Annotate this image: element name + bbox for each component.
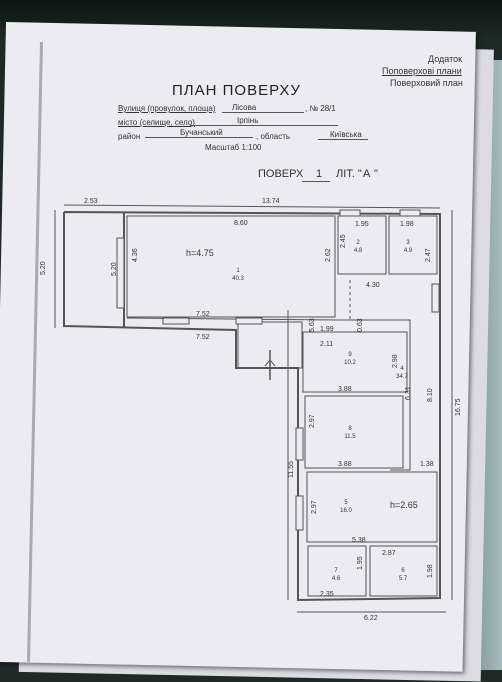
room-2-outline	[337, 215, 387, 275]
room-6-outline	[369, 545, 438, 597]
dim-6-31: 6.31	[405, 386, 412, 400]
dim-6-22: 6.22	[364, 615, 378, 622]
addendum-line3: Поверховий план	[390, 78, 463, 88]
window-top-2	[339, 209, 361, 217]
room-6-area: 5.7	[399, 576, 408, 582]
room-7-outline	[307, 545, 367, 597]
dim-1-99: 1.99	[320, 326, 334, 333]
dim-3-88-b: 3.88	[338, 461, 352, 468]
dim-5-20-b: 5.20	[111, 262, 118, 276]
dim-2-98: 2.98	[392, 354, 399, 368]
addendum-line2: Поповерхові плани	[382, 66, 462, 76]
dim-16-75: 16.75	[455, 398, 462, 416]
dim-5-63: 5.63	[309, 318, 316, 332]
addendum-label: Додаток	[428, 54, 463, 64]
room-5-number: 5	[344, 500, 348, 506]
room-2-number: 2	[356, 240, 360, 246]
dim-2-87: 2.87	[382, 550, 396, 557]
street-label: Вулиця (провулок, площа)	[118, 104, 216, 113]
dim-0-63: 0.63	[357, 318, 364, 332]
room-9-outline	[302, 331, 408, 393]
dim-2-97-a: 2.97	[309, 414, 316, 428]
window-bottom-1	[162, 317, 190, 325]
district-underline	[145, 137, 253, 138]
entrance-arrow-head	[264, 359, 276, 367]
room-5-outline	[306, 471, 438, 543]
dim-1-95-b: 1.95	[357, 556, 364, 570]
room-8-outline	[304, 395, 404, 469]
window-bottom-2	[235, 317, 263, 325]
city-underline	[190, 125, 338, 126]
city-label: місто (селище, село)	[118, 118, 195, 127]
height-main: h=4.75	[186, 248, 214, 258]
dim-8-60: 8.60	[234, 220, 248, 227]
dim-2-47: 2.47	[425, 248, 432, 262]
dim-2-97-b: 2.97	[311, 500, 318, 514]
dim-5-38: 5.38	[352, 537, 366, 544]
street-underline	[222, 112, 304, 113]
room-4-number: 4	[400, 366, 404, 372]
number-value: , № 28/1	[305, 104, 336, 113]
room-3-area: 4.9	[404, 248, 413, 254]
dim-2-62: 2.62	[325, 248, 332, 262]
top-dimension-line	[63, 204, 441, 209]
street-value: Лісова	[232, 103, 257, 112]
window-room-5	[295, 495, 304, 531]
room-1-outline	[126, 215, 336, 318]
dim-1-38: 1.38	[420, 461, 434, 468]
district-value: Бучанський	[180, 128, 223, 137]
letter-label: ЛІТ. "	[336, 168, 362, 180]
dim-1-98-a: 1.98	[400, 221, 414, 228]
region-label: , область	[256, 132, 291, 141]
dim-8-10: 8.10	[427, 388, 434, 402]
dim-5-20-a: 5.20	[40, 261, 47, 275]
dim-7-52-b: 7.52	[196, 334, 210, 341]
window-right	[431, 283, 440, 313]
room-1-area: 40.3	[232, 276, 244, 282]
dim-13-74: 13.74	[262, 198, 280, 205]
city-value: Ірпінь	[237, 116, 259, 125]
region-underline	[318, 139, 368, 140]
dim-3-88-a: 3.88	[338, 386, 352, 393]
room-4-outline	[340, 319, 411, 471]
floor-label: ПОВЕРХ	[258, 168, 304, 180]
letter-value: А	[363, 168, 371, 180]
floor-value: 1	[316, 168, 323, 180]
room-9-number: 9	[348, 352, 352, 358]
room-1-number: 1	[236, 268, 240, 274]
room-2-area: 4.8	[354, 248, 363, 254]
room-6-number: 6	[401, 568, 405, 574]
dim-2-35: 2.35	[320, 591, 334, 598]
room-3-number: 3	[406, 240, 410, 246]
room-8-area: 11.5	[344, 434, 356, 440]
window-top-3	[399, 209, 421, 217]
page-title: ПЛАН ПОВЕРХУ	[172, 82, 301, 99]
window-left	[116, 237, 125, 309]
room-8-number: 8	[348, 426, 352, 432]
dim-4-30: 4.30	[366, 282, 380, 289]
dim-4-36: 4.36	[132, 248, 139, 262]
room-7-number: 7	[334, 568, 338, 574]
floor-underline	[302, 181, 330, 182]
room-5-area: 16.0	[340, 508, 352, 514]
height-annex: h=2.65	[390, 500, 418, 510]
dim-2-53: 2.53	[84, 198, 98, 205]
dim-11-55: 11.55	[288, 461, 295, 478]
scale-label: Масштаб 1:100	[205, 143, 262, 152]
region-value: Київська	[330, 130, 362, 139]
letter-close: "	[374, 168, 378, 180]
room-9-area: 10.2	[344, 360, 356, 366]
room-7-area: 4.6	[332, 576, 341, 582]
dim-2-11: 2.11	[320, 341, 333, 348]
room-4-area: 34.7	[396, 374, 408, 380]
dim-7-52-a: 7.52	[196, 311, 210, 318]
dim-1-95-a: 1.95	[355, 221, 369, 228]
dim-2-45: 2.45	[340, 234, 347, 248]
dim-1-98-b: 1.98	[427, 564, 434, 578]
district-label: район	[118, 132, 141, 141]
window-room-8	[295, 427, 304, 461]
